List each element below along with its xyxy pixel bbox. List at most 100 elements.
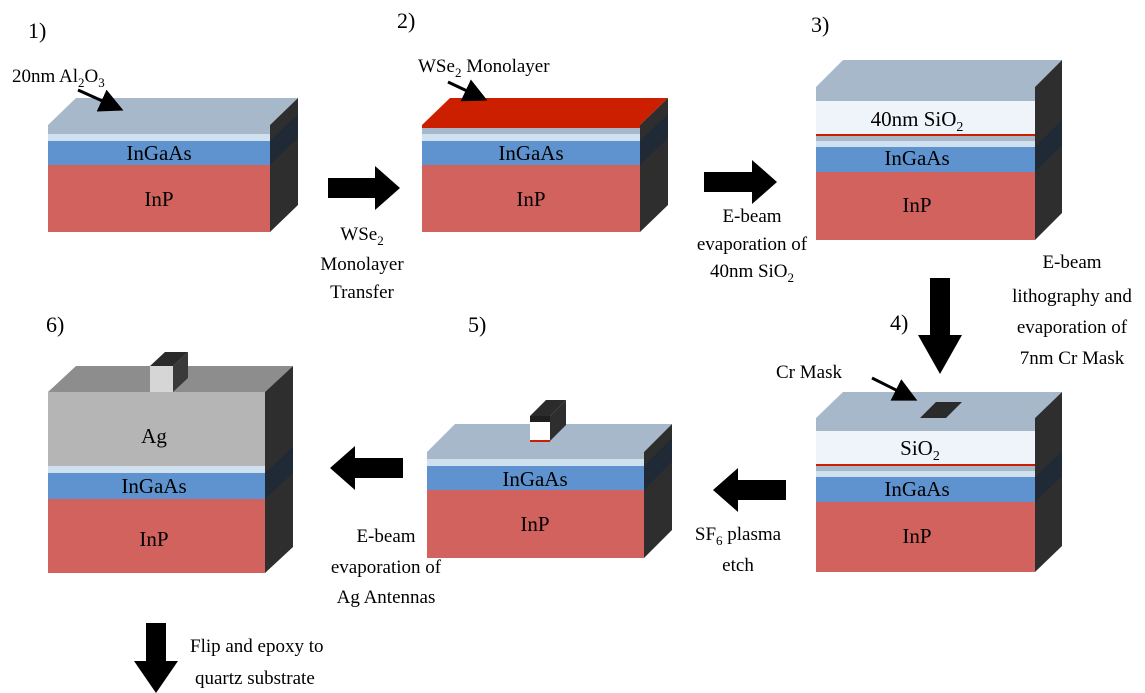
block-5-sio2-pillar (530, 422, 550, 440)
caption-litho-line3: evaporation of (1017, 317, 1128, 338)
block-5-thin-layer (427, 459, 644, 466)
caption-evap-ag-line3: Ag Antennas (337, 587, 436, 608)
block-2-thin-layer (422, 134, 640, 141)
arrow-step4-to-step5 (713, 468, 786, 512)
block-4-inp-layer (816, 502, 1035, 572)
block-5: 5) InGaAs InP (427, 312, 672, 558)
block-1-top-face (48, 98, 298, 125)
block-2-side-ingaas (640, 114, 668, 165)
block-3-inp-layer (816, 172, 1035, 240)
block-2-al2o3-layer (422, 128, 640, 134)
block-1-ingaas-label: InGaAs (126, 141, 191, 165)
caption-evap-sio2-line3: 40nm SiO2 (710, 261, 794, 285)
block-4-thin-layer (816, 471, 1035, 477)
caption-evap-ag-line2: evaporation of (331, 557, 442, 578)
caption-evap-ag-line1: E-beam (356, 526, 415, 547)
block-6-ag-layer (48, 392, 265, 466)
block-6-inp-layer (48, 499, 265, 573)
caption-transfer-line3: Transfer (330, 282, 394, 303)
block-1-al2o3-layer (48, 125, 270, 134)
block-6-ag-label: Ag (141, 424, 167, 448)
step-1-label: 1) (28, 18, 46, 43)
cr-mask-annotation: Cr Mask (776, 362, 842, 383)
block-6-ingaas-layer (48, 473, 265, 499)
block-1: 1) InGaAs InP 20nm Al2O3 (12, 18, 298, 232)
wse2-annotation: WSe2 Monolayer (418, 56, 550, 80)
step-3-label: 3) (811, 12, 829, 37)
block-6-ingaas-label: InGaAs (121, 474, 186, 498)
block-3-side-ingaas (1035, 120, 1062, 172)
block-5-inp-label: InP (520, 512, 549, 536)
arrow-step5-to-step6 (330, 446, 403, 490)
block-1-side-ingaas (270, 114, 298, 165)
block-1-ingaas-layer (48, 141, 270, 165)
block-6-inp-label: InP (139, 527, 168, 551)
block-2: 2) InGaAs InP WSe2 Monolayer (397, 8, 668, 232)
block-6-side-ingaas (265, 447, 293, 499)
block-3-thin-layer (816, 141, 1035, 147)
block-5-cr-cap-front (530, 416, 550, 422)
block-3-wse2-layer (816, 134, 1035, 136)
block-6: 6) Ag InGaAs InP (46, 312, 293, 573)
block-4-inp-label: InP (902, 524, 931, 548)
block-5-al2o3-layer (427, 452, 644, 459)
arrow-step2-to-step3 (704, 160, 777, 204)
block-5-ingaas-layer (427, 466, 644, 490)
block-3: 3) 40nm SiO2 InGaAs InP (811, 12, 1062, 240)
block-4-side-ingaas (1035, 451, 1062, 502)
caption-flip-line1: Flip and epoxy to (190, 636, 324, 657)
block-5-ingaas-label: InGaAs (502, 467, 567, 491)
block-4-wse2-layer (816, 464, 1035, 466)
block-4-sio2-layer (816, 431, 1035, 464)
caption-litho-line4: 7nm Cr Mask (1020, 348, 1125, 369)
block-6-antenna-side (173, 352, 188, 392)
block-5-side-ingaas (644, 438, 672, 490)
block-5-pillar-wse2 (530, 440, 550, 442)
wse2-pointer-arrow (447, 79, 488, 102)
arrow-step1-to-step2 (328, 166, 400, 210)
block-3-ingaas-layer (816, 147, 1035, 172)
caption-litho-line1: E-beam (1042, 252, 1101, 273)
block-2-top-face (422, 98, 668, 125)
block-6-antenna-front (150, 366, 173, 392)
block-3-sio2-top (816, 87, 1035, 101)
block-1-inp-label: InP (144, 187, 173, 211)
step-6-label: 6) (46, 312, 64, 337)
block-4: 4) SiO2 InGaAs InP Cr Mask (776, 310, 1062, 572)
block-4-al2o3-layer (816, 466, 1035, 471)
caption-transfer-line1: WSe2 (340, 224, 383, 248)
block-4-ingaas-label: InGaAs (884, 477, 949, 501)
block-2-ingaas-label: InGaAs (498, 141, 563, 165)
caption-etch-line1: SF6 plasma (695, 524, 782, 548)
block-3-al2o3-layer (816, 136, 1035, 141)
al2o3-pointer-arrow (77, 88, 124, 112)
caption-evap-sio2-line2: evaporation of (697, 234, 808, 255)
caption-etch-line2: etch (722, 555, 754, 576)
block-3-inp-label: InP (902, 193, 931, 217)
block-4-cr-mask (918, 402, 962, 420)
step-4-label: 4) (890, 310, 908, 335)
block-4-sio2-label: SiO2 (900, 436, 940, 464)
block-3-sio2-label: 40nm SiO2 (871, 107, 964, 135)
caption-flip-line2: quartz substrate (195, 668, 315, 689)
block-5-inp-layer (427, 490, 644, 558)
block-2-wse2-edge (422, 125, 640, 128)
block-6-antenna-top (150, 352, 188, 366)
step-5-label: 5) (468, 312, 486, 337)
block-5-cr-cap-top (530, 400, 566, 416)
block-4-sio2-top (816, 418, 1035, 431)
arrow-step3-to-step4 (918, 278, 962, 374)
caption-evap-sio2-line1: E-beam (722, 206, 781, 227)
cr-mask-pointer-arrow (871, 376, 918, 401)
block-5-pillar-side (550, 400, 566, 441)
caption-transfer-line2: Monolayer (320, 254, 404, 275)
step-2-label: 2) (397, 8, 415, 33)
block-3-top-face (816, 60, 1062, 87)
block-1-inp-layer (48, 165, 270, 232)
block-2-ingaas-layer (422, 141, 640, 165)
arrow-final-flip (134, 623, 178, 693)
block-1-thin-layer (48, 134, 270, 141)
block-2-inp-label: InP (516, 187, 545, 211)
block-3-ingaas-label: InGaAs (884, 146, 949, 170)
caption-litho-line2: lithography and (1012, 286, 1132, 307)
